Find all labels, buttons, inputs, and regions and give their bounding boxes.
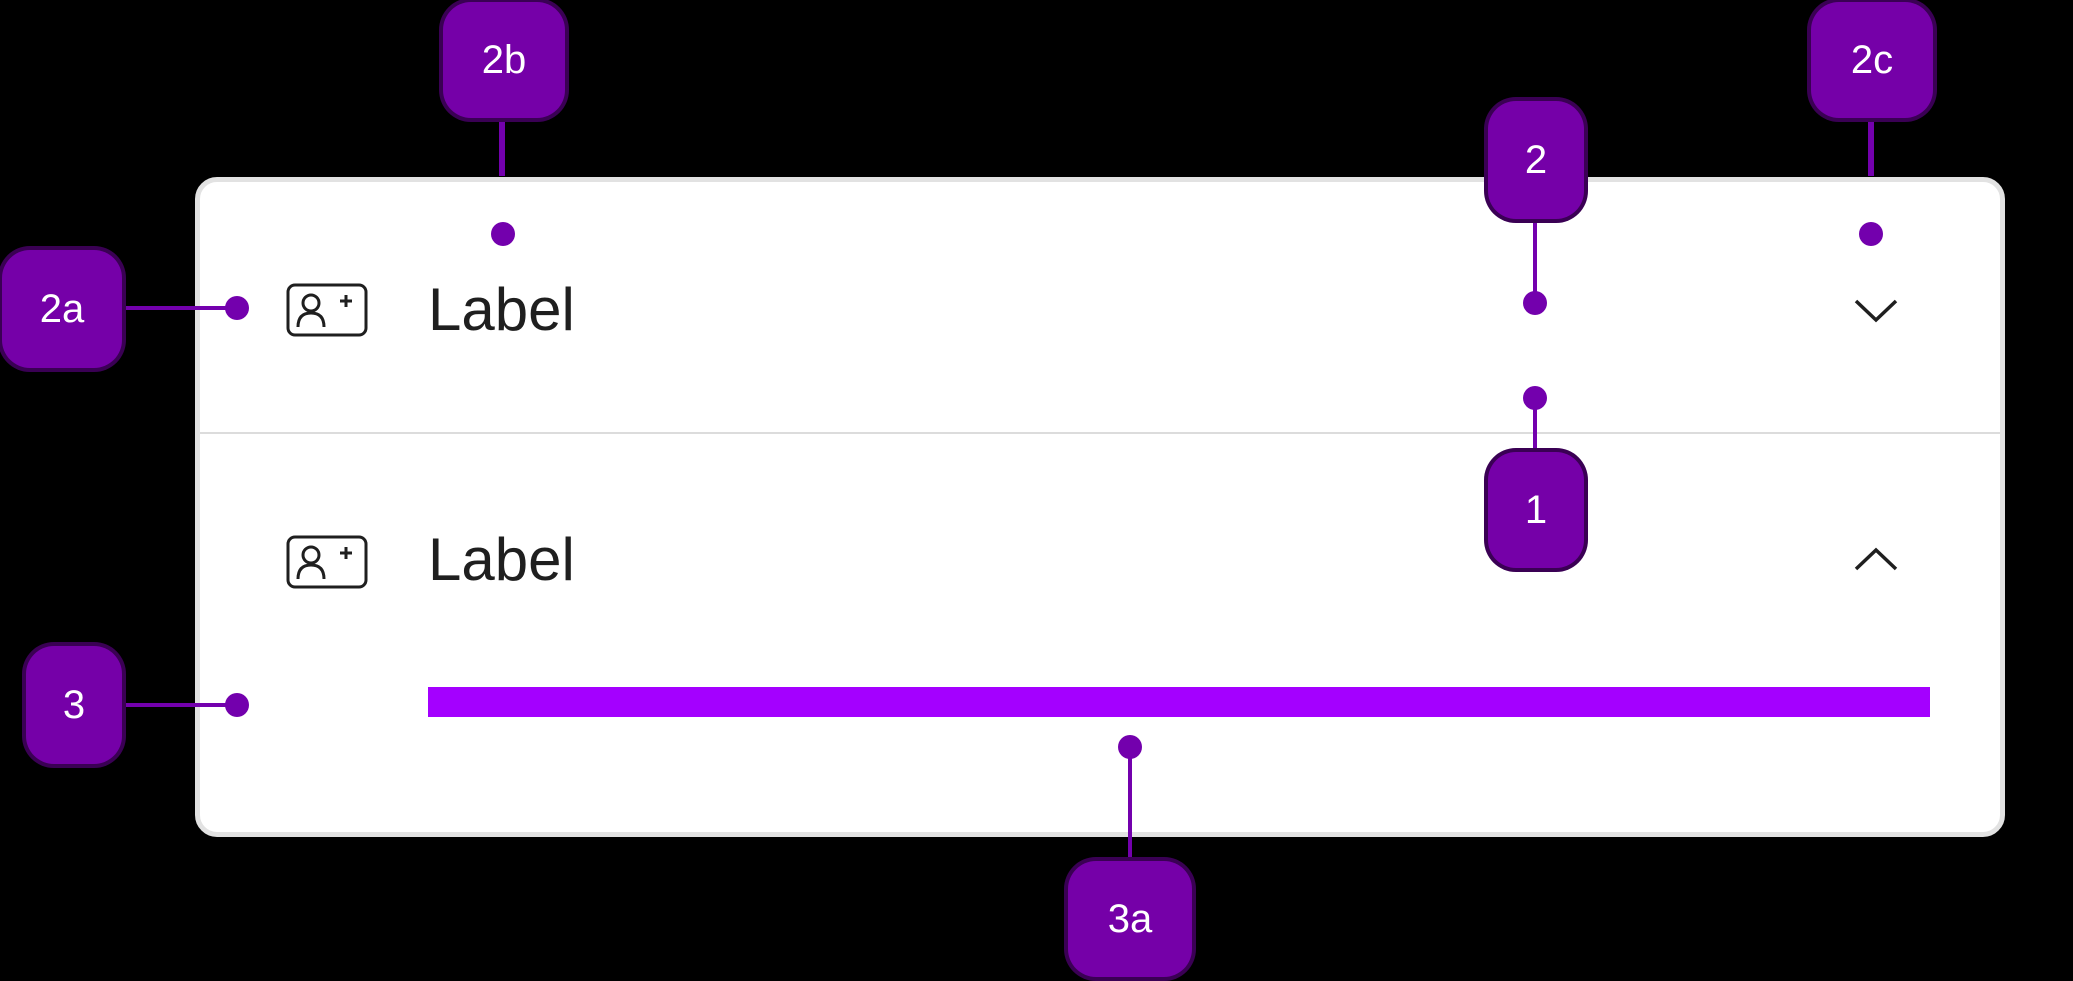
callout-2a: 2a xyxy=(2,250,122,368)
accordion-divider xyxy=(200,432,2000,434)
callout-2b: 2b xyxy=(443,2,565,118)
leader-2 xyxy=(1533,218,1537,304)
leader-3a xyxy=(1128,749,1132,861)
accordion-card xyxy=(195,177,2005,837)
leader-3 xyxy=(122,703,237,707)
annotation-dot-2 xyxy=(1523,291,1547,315)
leader-2b xyxy=(499,118,505,176)
callout-3a: 3a xyxy=(1068,861,1192,977)
callout-2: 2 xyxy=(1488,101,1584,219)
annotation-dot-3a xyxy=(1118,735,1142,759)
annotation-dot-3 xyxy=(225,693,249,717)
user-add-icon xyxy=(286,535,368,589)
annotation-dot-2c xyxy=(1859,222,1883,246)
leader-1 xyxy=(1533,400,1537,452)
chevron-down-icon[interactable] xyxy=(1854,298,1898,324)
leader-2c xyxy=(1868,118,1874,176)
accordion-item-label-2: Label xyxy=(428,526,575,593)
annotation-dot-2a xyxy=(225,296,249,320)
callout-1: 1 xyxy=(1488,452,1584,568)
accordion-item-label-1: Label xyxy=(428,276,575,343)
callout-3: 3 xyxy=(26,646,122,764)
callout-2c: 2c xyxy=(1811,2,1933,118)
user-add-icon xyxy=(286,283,368,337)
leader-2a xyxy=(122,306,237,310)
annotation-dot-2b xyxy=(491,222,515,246)
accordion-content-placeholder xyxy=(428,687,1930,717)
annotation-dot-1 xyxy=(1523,386,1547,410)
chevron-up-icon[interactable] xyxy=(1854,546,1898,572)
